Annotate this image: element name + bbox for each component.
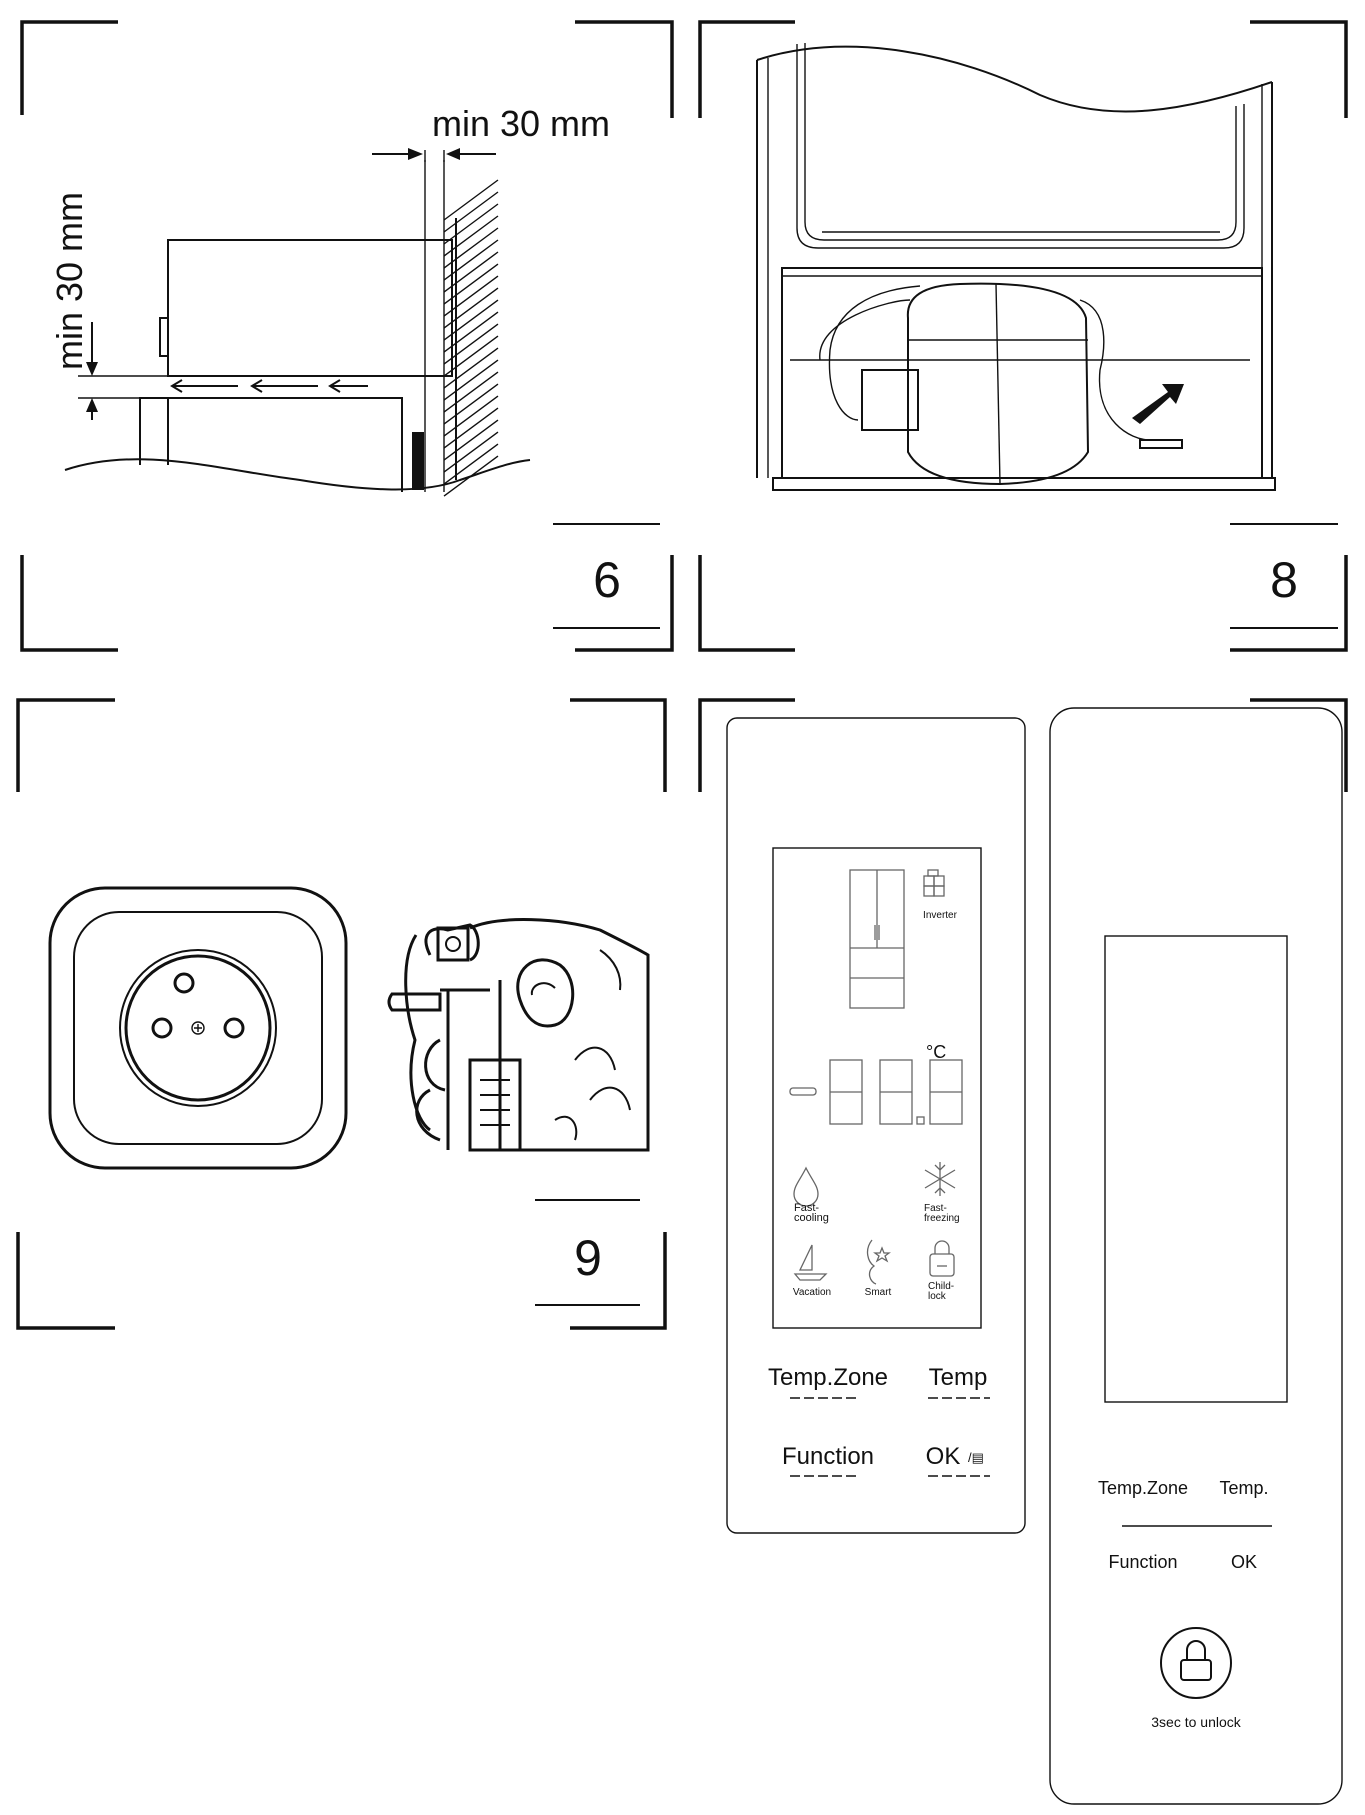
corner-bracket — [570, 698, 667, 792]
temp-button[interactable]: Temp. — [1219, 1478, 1268, 1498]
function-button[interactable]: Function — [1108, 1552, 1177, 1572]
temp-zone-button[interactable]: Temp.Zone — [768, 1364, 888, 1391]
boat-icon — [793, 1244, 828, 1281]
temp-button[interactable]: Temp — [929, 1364, 988, 1391]
figure-6: 6 min 30 mm min — [20, 20, 674, 652]
figure-number: 9 — [574, 1230, 602, 1286]
figure-8: 8 — [698, 20, 1348, 652]
panel-outline — [1049, 707, 1343, 1805]
corner-bracket — [1250, 698, 1348, 792]
temperature-display — [789, 1059, 963, 1125]
figure-number: 8 — [1270, 552, 1298, 608]
unlock-hint: 3sec to unlock — [1151, 1714, 1241, 1730]
plug-in-hand — [387, 918, 650, 1152]
snowflake-icon — [924, 1162, 956, 1196]
corner-bracket — [570, 1232, 667, 1330]
wall-socket — [48, 886, 348, 1170]
corner-bracket — [20, 20, 118, 115]
corner-bracket — [575, 20, 674, 118]
vacation-label: Vacation — [793, 1287, 831, 1298]
corner-bracket — [698, 555, 795, 652]
corner-bracket — [1230, 555, 1348, 652]
touch-control-panel: Temp.Zone Temp. Function OK 3sec to unlo… — [1049, 707, 1343, 1805]
fast-freezing-label: Fast-freezing — [924, 1203, 960, 1224]
unlock-button[interactable] — [1160, 1627, 1232, 1699]
fridge-icon — [849, 869, 905, 1009]
figure-9: 9 — [16, 698, 667, 1330]
child-lock-label: Child-lock — [928, 1281, 954, 1302]
lock-icon — [929, 1240, 955, 1277]
corner-bracket — [20, 555, 118, 652]
temp-zone-button[interactable]: Temp.Zone — [1098, 1478, 1188, 1498]
plinth-stop — [412, 432, 424, 490]
compressor — [906, 282, 1090, 486]
panel-outline — [726, 717, 1026, 1534]
lock-icon — [1180, 1640, 1212, 1681]
corner-bracket — [16, 1232, 115, 1330]
lcd-screen — [772, 847, 982, 1329]
corner-bracket — [698, 698, 795, 792]
airflow-arrows — [170, 379, 368, 393]
corner-bracket — [16, 698, 115, 792]
appliance-body — [167, 239, 453, 377]
smart-label: Smart — [865, 1287, 892, 1298]
ok-lock-icon: /▤ — [968, 1450, 984, 1465]
corner-bracket — [698, 20, 795, 118]
bottom-clearance-label: min 30 mm — [49, 192, 90, 370]
function-button[interactable]: Function — [782, 1443, 874, 1470]
lcd-control-panel: Inverter °C Fast-cooling Fast-freezing V… — [698, 698, 1348, 1534]
ok-button[interactable]: OK — [1231, 1552, 1257, 1572]
arrow-icon — [1132, 384, 1184, 424]
figure-number: 6 — [593, 552, 621, 608]
inverter-icon — [923, 869, 945, 897]
smart-icon — [866, 1239, 877, 1285]
corner-bracket — [575, 555, 674, 652]
droplet-icon — [793, 1166, 819, 1207]
appliance-handle — [159, 317, 169, 357]
display-window — [1104, 935, 1288, 1403]
fast-cooling-label: Fast-cooling — [794, 1202, 829, 1224]
top-clearance-label: min 30 mm — [432, 103, 610, 144]
star-icon — [873, 1246, 891, 1263]
inverter-label: Inverter — [923, 910, 958, 921]
unit-label: °C — [926, 1042, 946, 1062]
ok-button[interactable]: OK — [926, 1443, 961, 1470]
corner-bracket — [1250, 20, 1348, 118]
